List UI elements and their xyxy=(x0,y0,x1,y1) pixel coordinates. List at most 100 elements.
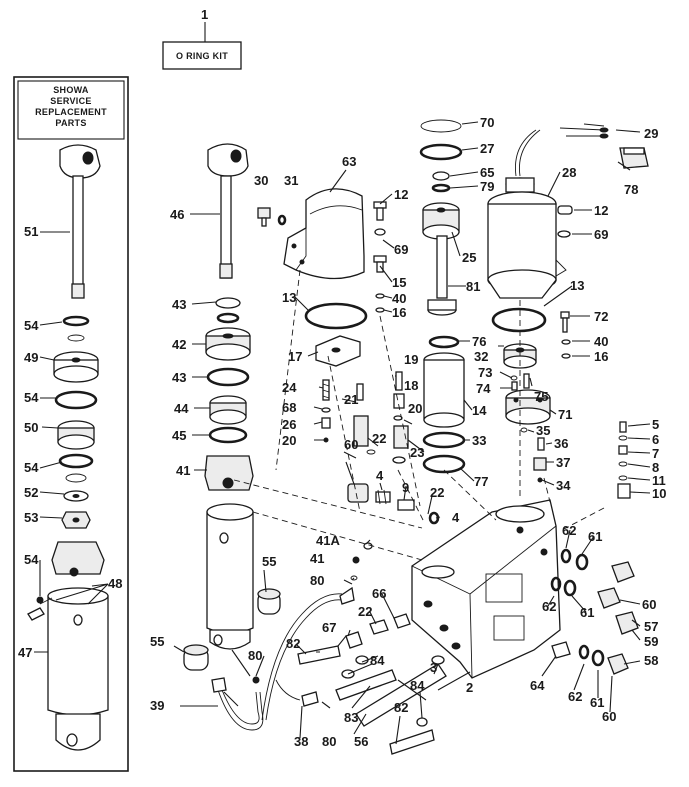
part-46-rod xyxy=(207,143,249,279)
callout-71: 71 xyxy=(558,407,572,422)
part-5-11-stack xyxy=(617,421,631,499)
callout-78: 78 xyxy=(624,182,638,197)
callout-49: 49 xyxy=(24,350,38,365)
part-25-reservoir xyxy=(422,202,460,240)
part-76-ring xyxy=(428,335,460,349)
callout-60: 60 xyxy=(642,597,656,612)
callout-76: 76 xyxy=(472,334,486,349)
callout-60: 60 xyxy=(344,437,358,452)
callout-83: 83 xyxy=(344,710,358,725)
callout-55: 55 xyxy=(262,554,276,569)
callout-74: 74 xyxy=(476,381,491,396)
callout-52: 52 xyxy=(24,485,38,500)
callout-36: 36 xyxy=(554,436,568,451)
lower-parts xyxy=(211,586,447,755)
showa-side-panel: SHOWA SERVICE REPLACEMENT PARTS xyxy=(13,76,129,772)
callout-55: 55 xyxy=(150,634,164,649)
callout-40: 40 xyxy=(392,291,406,306)
callout-82: 82 xyxy=(394,700,408,715)
callout-11: 11 xyxy=(652,473,666,488)
part-13-ring-left xyxy=(304,302,368,330)
callout-23: 23 xyxy=(410,445,424,460)
callout-12: 12 xyxy=(394,187,408,202)
callout-13: 13 xyxy=(570,278,584,293)
callout-59: 59 xyxy=(644,634,658,649)
part-35-37-34 xyxy=(520,427,547,483)
callout-67: 67 xyxy=(322,620,336,635)
callout-24: 24 xyxy=(282,380,297,395)
callout-41: 41 xyxy=(310,551,324,566)
callout-16: 16 xyxy=(594,349,608,364)
callout-69: 69 xyxy=(394,242,408,257)
panel-header-line: SERVICE xyxy=(50,96,91,106)
callout-44: 44 xyxy=(174,401,189,416)
part-43-ring xyxy=(215,297,241,309)
callout-8: 8 xyxy=(652,460,659,475)
callout-80: 80 xyxy=(322,734,336,749)
part-17-plate xyxy=(315,335,361,367)
callout-45: 45 xyxy=(172,428,186,443)
callout-57: 57 xyxy=(644,619,658,634)
callout-13: 13 xyxy=(282,290,296,305)
part-77-ring xyxy=(422,454,466,474)
callout-2: 2 xyxy=(466,680,473,695)
part-2-manifold-body xyxy=(411,499,561,679)
callout-82: 82 xyxy=(286,636,300,651)
callout-68: 68 xyxy=(282,400,296,415)
callout-39: 39 xyxy=(150,698,164,713)
callout-66: 66 xyxy=(372,586,386,601)
callout-31: 31 xyxy=(284,173,298,188)
callout-70: 70 xyxy=(480,115,494,130)
callout-4: 4 xyxy=(452,510,460,525)
part-73-74-75 xyxy=(510,373,530,391)
part-72-40-16 xyxy=(560,311,571,359)
part-81-tube xyxy=(427,235,457,316)
callout-15: 15 xyxy=(392,275,406,290)
part-12-69-right xyxy=(557,205,573,238)
callout-1: 1 xyxy=(201,7,208,22)
part-14-cylinder xyxy=(423,352,465,428)
callout-84: 84 xyxy=(410,678,425,693)
callout-51: 51 xyxy=(24,224,38,239)
cylinder-group xyxy=(183,143,281,671)
callout-17: 17 xyxy=(288,349,302,364)
callout-18: 18 xyxy=(404,378,418,393)
callout-numbers: 51 54 49 54 50 54 52 53 54 48 47 30 31 4… xyxy=(18,115,666,749)
panel-header-line: SHOWA xyxy=(53,85,89,95)
callout-35: 35 xyxy=(536,423,550,438)
callout-34: 34 xyxy=(556,478,571,493)
callout-38: 38 xyxy=(294,734,308,749)
callout-63: 63 xyxy=(342,154,356,169)
assembly-guide-lines xyxy=(233,269,605,561)
callout-37: 37 xyxy=(556,455,570,470)
callout-62: 62 xyxy=(568,689,582,704)
part-51-piston-rod xyxy=(59,144,101,299)
callout-54: 54 xyxy=(24,390,39,405)
valve-small-parts xyxy=(321,371,409,464)
callout-60: 60 xyxy=(602,709,616,724)
panel-header-line: PARTS xyxy=(55,118,86,128)
side-panel-small-parts xyxy=(53,315,99,529)
callout-62: 62 xyxy=(542,599,556,614)
callout-61: 61 xyxy=(590,695,604,710)
callout-10: 10 xyxy=(652,486,666,501)
callout-22: 22 xyxy=(372,431,386,446)
callout-79: 79 xyxy=(480,179,494,194)
kit-box-label: O RING KIT xyxy=(176,51,228,61)
motor-group xyxy=(257,119,649,499)
callout-29: 29 xyxy=(644,126,658,141)
callout-58: 58 xyxy=(644,653,658,668)
callout-46: 46 xyxy=(170,207,184,222)
callout-64: 64 xyxy=(530,678,545,693)
callout-4: 4 xyxy=(376,468,384,483)
callout-12: 12 xyxy=(594,203,608,218)
callout-41a: 41A xyxy=(316,533,340,548)
callout-84: 84 xyxy=(370,653,385,668)
part-78-connector xyxy=(619,147,649,169)
callout-62: 62 xyxy=(562,523,576,538)
panel-header-line: REPLACEMENT xyxy=(35,107,107,117)
part-55-bushings xyxy=(183,588,281,671)
callout-42: 42 xyxy=(172,337,186,352)
